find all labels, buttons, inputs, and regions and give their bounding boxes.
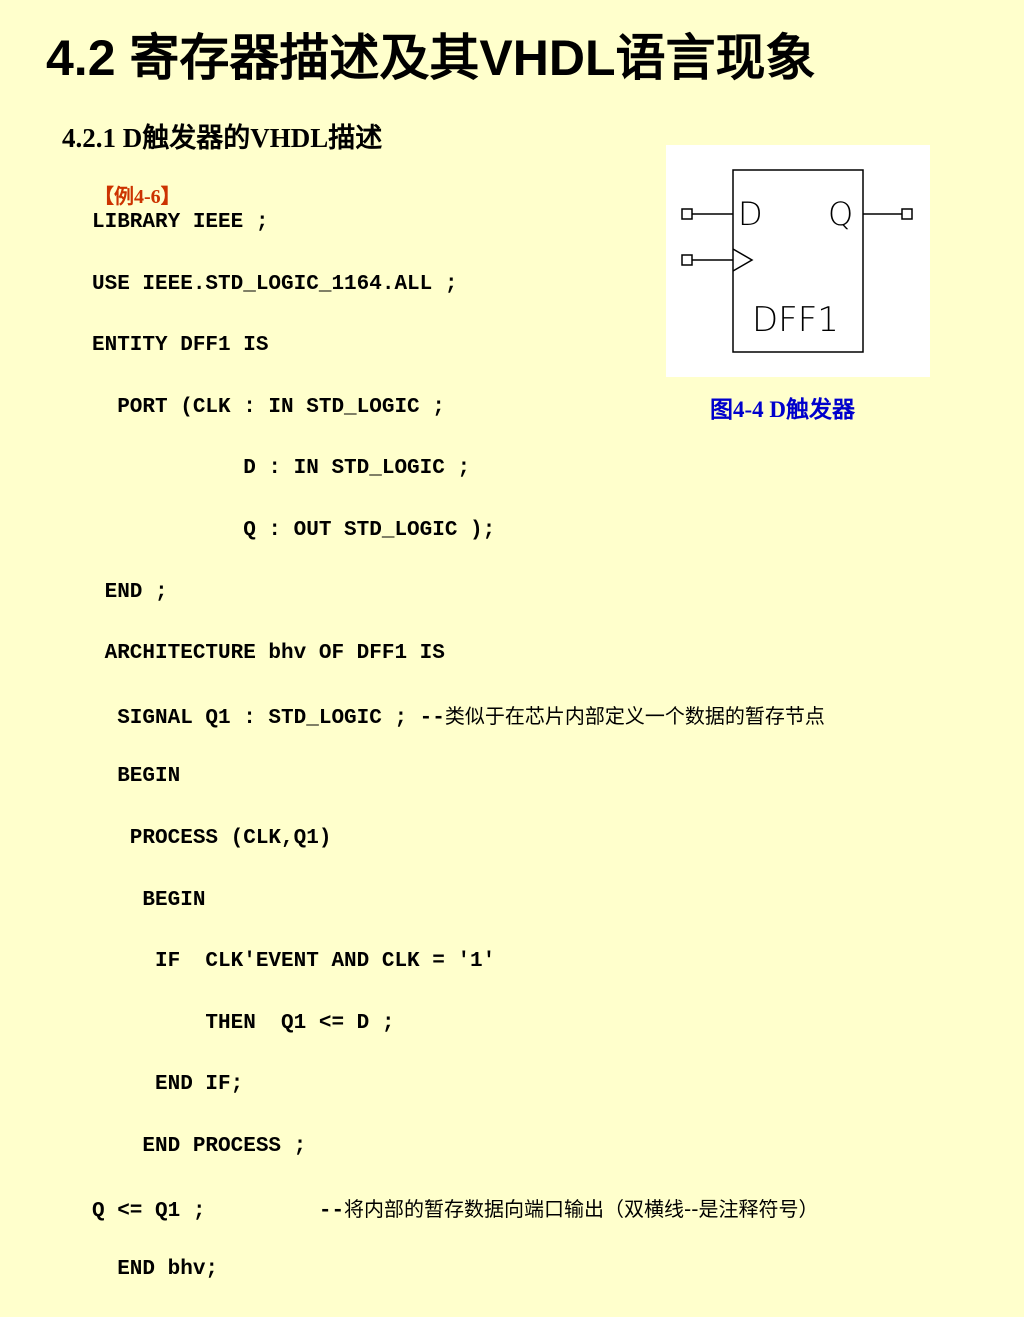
figure-caption: 图4-4 D触发器 <box>710 397 856 422</box>
code-line: LIBRARY IEEE ; <box>92 211 269 234</box>
code-line: END ; <box>92 580 168 604</box>
code-line: Q : OUT STD_LOGIC ); <box>92 518 496 542</box>
code-line: ENTITY DFF1 IS <box>92 334 269 358</box>
dff-diagram: D Q DFF1 <box>666 145 930 377</box>
code-line: BEGIN <box>92 765 181 789</box>
clk-input-pin <box>681 254 693 266</box>
code-line: BEGIN <box>92 888 206 912</box>
block-name-label: DFF1 <box>752 300 839 340</box>
dff-symbol-svg: D Q DFF1 <box>681 169 913 353</box>
d-input-pin <box>681 208 693 220</box>
q-output-pin <box>901 208 913 220</box>
code-comment: 类似于在芯片内部定义一个数据的暂存节点 <box>444 703 825 728</box>
code-comment: 将内部的暂存数据向端口输出（双横线--是注释符号） <box>344 1196 819 1221</box>
code-line: END IF; <box>92 1073 244 1097</box>
code-line: IF CLK'EVENT AND CLK = '1' <box>92 950 496 974</box>
code-line: Q <= Q1 ; --将内部的暂存数据向端口输出（双横线--是注释符号） <box>92 1196 819 1223</box>
example-label: 【例4-6】 <box>94 186 181 208</box>
dff-body <box>732 169 864 353</box>
slide-title: 4.2 寄存器描述及其VHDL语言现象 <box>46 30 816 86</box>
pin-q-label: Q <box>828 195 853 233</box>
code-line: USE IEEE.STD_LOGIC_1164.ALL ; <box>92 272 458 296</box>
code-line: ARCHITECTURE bhv OF DFF1 IS <box>92 642 445 666</box>
code-line: PROCESS (CLK,Q1) <box>92 826 332 850</box>
code-line: SIGNAL Q1 : STD_LOGIC ; --类似于在芯片内部定义一个数据… <box>92 703 825 730</box>
pin-d-label: D <box>738 195 763 233</box>
code-line: PORT (CLK : IN STD_LOGIC ; <box>92 395 445 419</box>
code-line: THEN Q1 <= D ; <box>92 1011 395 1035</box>
code-line: D : IN STD_LOGIC ; <box>92 457 471 481</box>
code-line: END PROCESS ; <box>92 1134 307 1158</box>
code-line: END bhv; <box>92 1258 219 1282</box>
clock-edge-marker <box>732 248 754 272</box>
section-subtitle: 4.2.1 D触发器的VHDL描述 <box>62 123 383 153</box>
